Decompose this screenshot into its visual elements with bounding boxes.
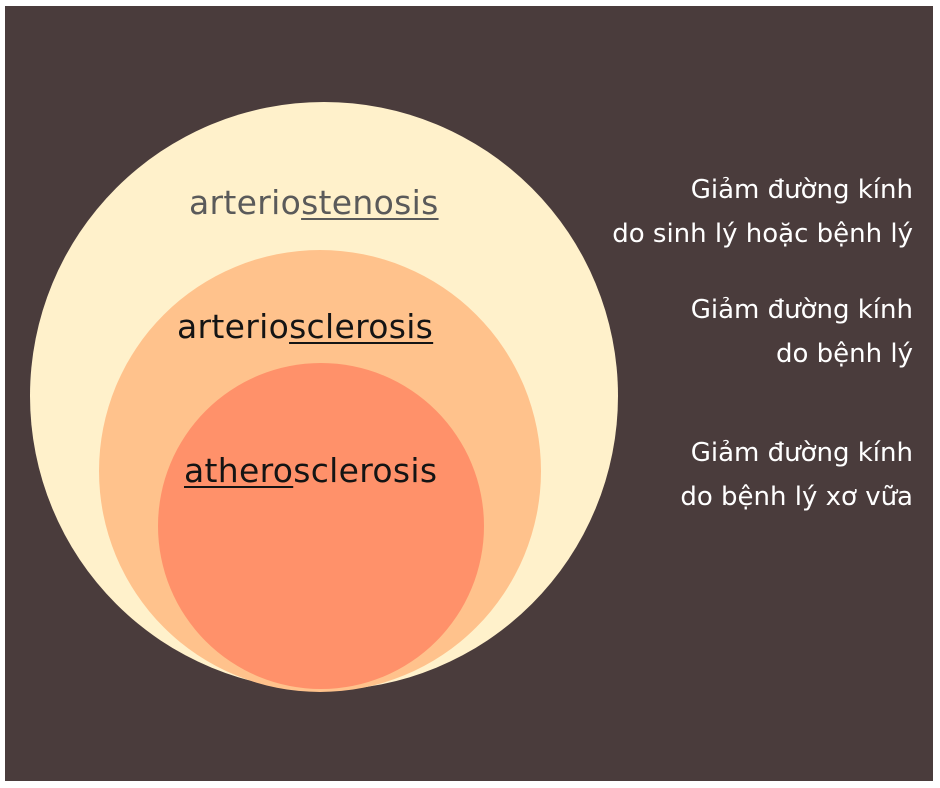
description-arteriostenosis: Giảm đường kính do sinh lý hoặc bệnh lý <box>553 168 913 256</box>
description-line: do bệnh lý <box>775 339 913 369</box>
term-atherosclerosis: atherosclerosis <box>184 451 437 490</box>
description-line: do sinh lý hoặc bệnh lý <box>612 219 913 249</box>
term-suffix-underlined: stenosis <box>301 183 439 222</box>
term-prefix: arterio <box>189 183 302 222</box>
description-line: Giảm đường kính <box>690 175 913 205</box>
term-arteriosclerosis: arteriosclerosis <box>177 307 433 346</box>
inner-circle-atherosclerosis <box>158 363 484 689</box>
term-prefix-underlined: athero <box>184 451 294 490</box>
description-line: do bệnh lý xơ vữa <box>680 482 913 512</box>
description-line: Giảm đường kính <box>690 295 913 325</box>
term-suffix-underlined: sclerosis <box>289 307 434 346</box>
description-line: Giảm đường kính <box>690 438 913 468</box>
term-prefix: arterio <box>177 307 290 346</box>
term-arteriostenosis: arteriostenosis <box>189 183 439 222</box>
diagram-canvas: arteriostenosis arteriosclerosis atheros… <box>5 6 933 781</box>
description-atherosclerosis: Giảm đường kính do bệnh lý xơ vữa <box>553 431 913 519</box>
description-arteriosclerosis: Giảm đường kính do bệnh lý <box>553 288 913 376</box>
term-suffix: sclerosis <box>293 451 438 490</box>
